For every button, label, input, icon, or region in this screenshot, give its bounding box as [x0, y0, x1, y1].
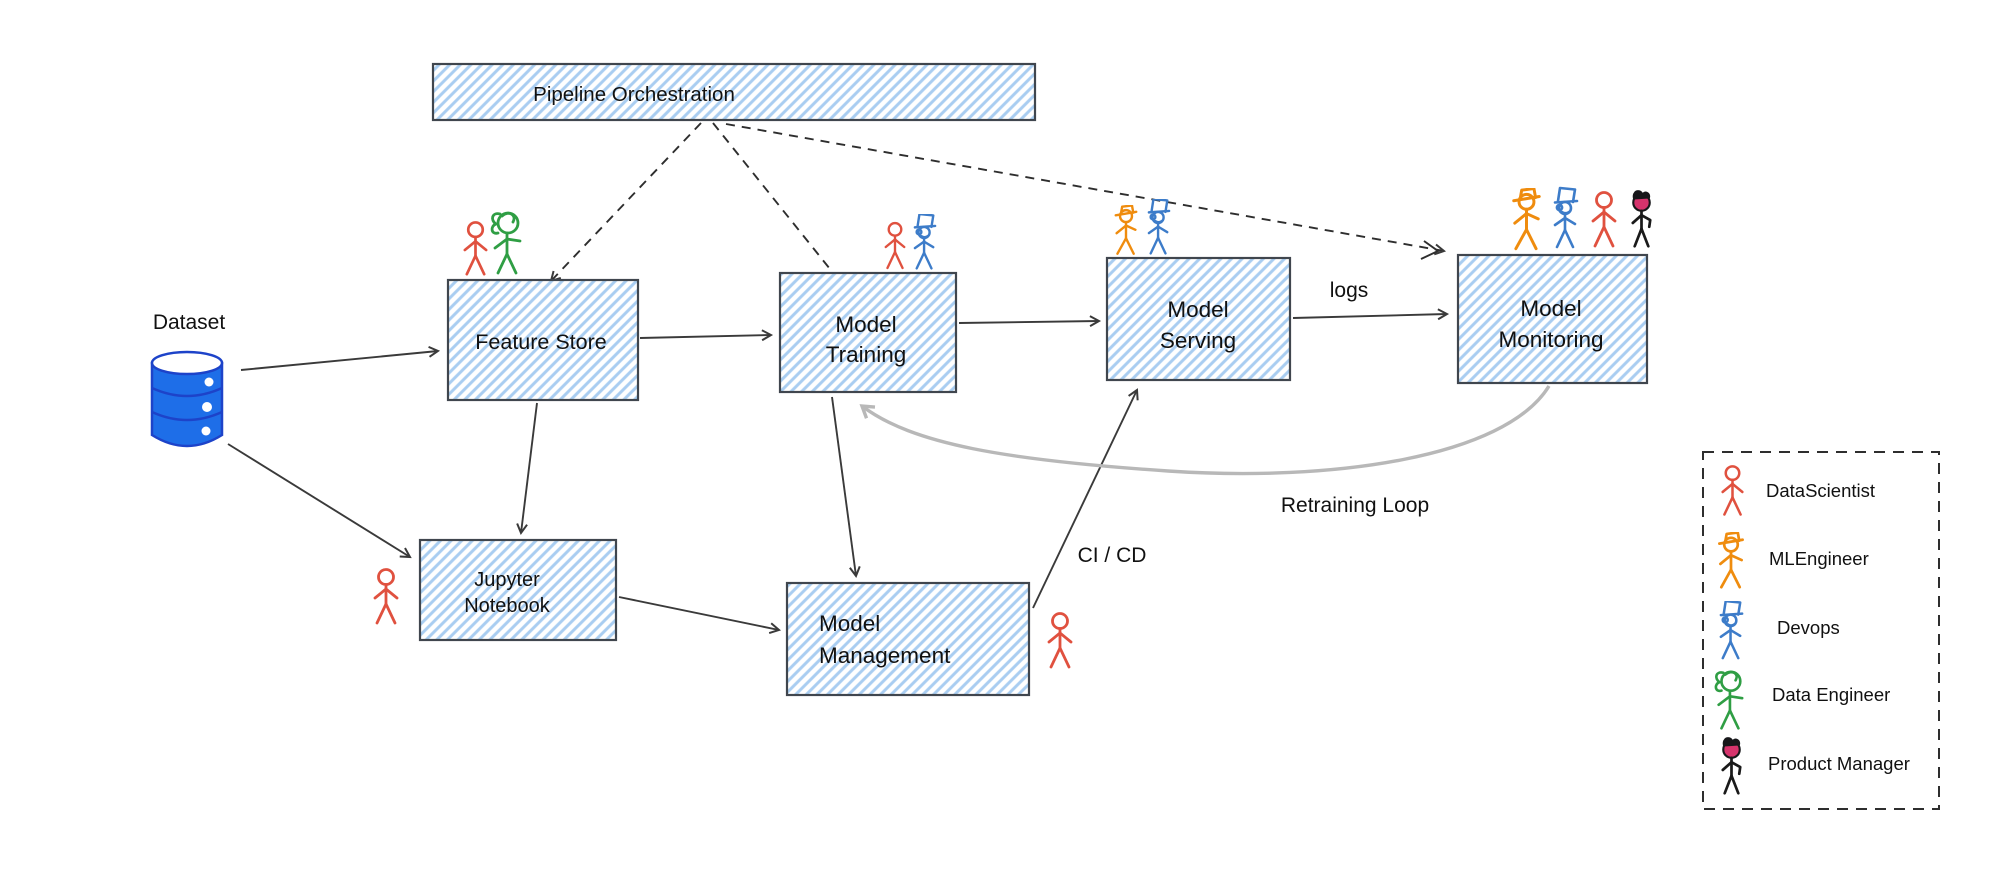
node-label-model-training-line2: Training: [826, 342, 906, 367]
node-label-model-serving-line1: Model: [1167, 297, 1228, 322]
data-scientist-icon: [1047, 612, 1073, 669]
retraining-loop-label: Retraining Loop: [1281, 494, 1429, 517]
legend-label: MLEngineer: [1769, 548, 1869, 569]
node-label-model-management-line2: Management: [819, 643, 951, 668]
legend-item-data-scientist: DataScientist: [1721, 465, 1875, 516]
arrow-feature-store-to-model-training: [639, 329, 774, 342]
product-manager-icon: [1631, 190, 1652, 248]
node-label-feature-store: Feature Store: [475, 330, 606, 354]
legend-item-ml-engineer: MLEngineer: [1717, 532, 1869, 589]
product-manager-icon: [1721, 737, 1742, 795]
legend-item-product-manager: Product Manager: [1721, 737, 1910, 795]
devops-icon: [1553, 186, 1579, 249]
legend-label: Product Manager: [1768, 753, 1910, 774]
node-label-jupyter-notebook-line1: Jupyter: [474, 569, 540, 591]
node-jupyter-notebook: Jupyter Notebook: [418, 538, 618, 642]
node-label-jupyter-notebook-line2: Notebook: [464, 595, 551, 617]
arrow-model-serving-to-model-monitoring-logs: [1292, 308, 1450, 321]
logs-label: logs: [1330, 279, 1369, 302]
node-label-model-monitoring-line2: Monitoring: [1498, 327, 1603, 352]
data-scientist-icon: [1591, 191, 1617, 248]
node-model-monitoring: Model Monitoring: [1456, 253, 1649, 385]
node-label-model-monitoring-line1: Model: [1520, 296, 1581, 321]
node-model-training: Model Training: [778, 271, 958, 394]
node-model-serving: Model Serving: [1105, 256, 1292, 382]
ml-engineer-icon: [1114, 205, 1138, 256]
arrow-jupyter-notebook-to-model-management: [618, 596, 782, 635]
dataset-label: Dataset: [153, 311, 226, 334]
node-label-model-training-line1: Model: [835, 312, 896, 337]
arrow-model-management-to-model-serving-cicd: [1032, 388, 1139, 609]
arrow-model-training-to-model-serving: [958, 315, 1102, 327]
ci-cd-label: CI / CD: [1078, 544, 1147, 567]
legend-label: Devops: [1777, 617, 1840, 638]
legend: DataScientist MLEngineer Devops Data Eng…: [1702, 451, 1940, 810]
ml-engineer-icon: [1717, 532, 1745, 589]
dashed-arrows: [549, 122, 1447, 296]
arrow-orchestration-to-model-monitoring: [725, 123, 1447, 256]
retraining-loop-curve: [859, 385, 1551, 476]
arrow-orchestration-to-feature-store: [549, 122, 702, 283]
data-engineer-icon: [1714, 670, 1744, 730]
node-pipeline-orchestration: Pipeline Orchestration: [431, 62, 1037, 122]
devops-icon: [1147, 199, 1171, 255]
solid-arrows: [227, 308, 1450, 635]
arrow-feature-store-to-jupyter-notebook: [516, 402, 538, 536]
arrow-dataset-to-feature-store: [240, 345, 441, 371]
arrow-model-training-to-model-management: [831, 396, 861, 579]
database-cylinder-icon: [150, 350, 224, 448]
data-scientist-icon: [884, 221, 906, 270]
data-scientist-icon: [373, 568, 399, 625]
legend-label: DataScientist: [1766, 480, 1875, 501]
data-scientist-icon: [1721, 465, 1744, 516]
node-feature-store: Feature Store: [446, 278, 640, 402]
legend-label: Data Engineer: [1772, 684, 1890, 705]
data-scientist-icon: [463, 221, 488, 276]
arrow-dataset-to-jupyter-notebook: [227, 443, 412, 559]
legend-item-devops: Devops: [1719, 601, 1840, 660]
legend-border: [1702, 451, 1940, 810]
node-model-management: Model Management: [785, 581, 1031, 697]
node-label-model-serving-line2: Serving: [1160, 328, 1236, 353]
devops-icon: [913, 214, 937, 270]
node-label-pipeline-orchestration: Pipeline Orchestration: [533, 83, 735, 106]
data-engineer-icon: [490, 211, 522, 275]
ml-engineer-icon: [1512, 188, 1541, 251]
node-label-model-management-line1: Model: [819, 611, 880, 636]
arrow-orchestration-to-model-training: [712, 122, 852, 296]
devops-icon: [1719, 601, 1744, 660]
legend-item-data-engineer: Data Engineer: [1714, 670, 1890, 730]
double-chevron-decoration: [1420, 240, 1440, 260]
